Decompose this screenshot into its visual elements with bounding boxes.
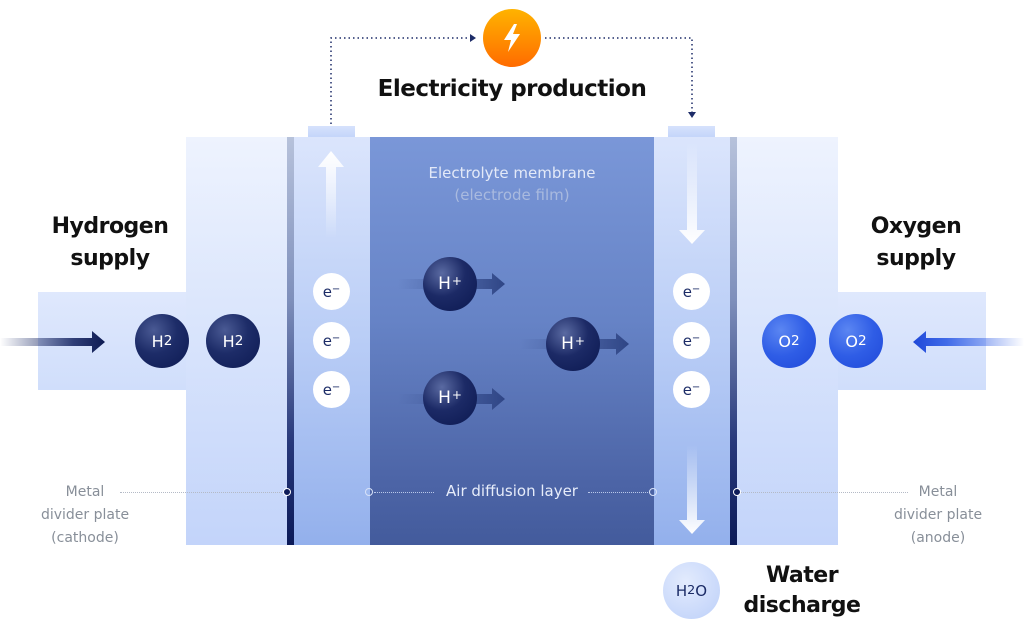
proton: H+ [546, 317, 600, 371]
anode-terminal [668, 126, 715, 137]
hydrogen-supply-line2: supply [70, 246, 150, 271]
symbol: e [322, 282, 332, 301]
element-symbol: O [695, 581, 708, 600]
oxygen-supply-line1: Oxygen [870, 214, 962, 239]
cathode-plate-callout: Metal divider plate (cathode) [30, 481, 140, 550]
callout-line: divider plate [40, 507, 130, 523]
air-leader-line-left [374, 492, 434, 493]
water-down-arrow-icon [679, 445, 705, 534]
callout-line: (cathode) [51, 530, 119, 546]
proton: H+ [423, 371, 477, 425]
symbol: e [322, 380, 332, 399]
element-symbol: H [438, 388, 451, 408]
air-leader-line-right [588, 492, 650, 493]
air-leader-node-left [365, 488, 373, 496]
charge: + [574, 334, 585, 348]
callout-line: Metal [918, 484, 958, 500]
electron-up-arrow-icon [318, 151, 344, 238]
water-discharge-line2: discharge [743, 593, 861, 618]
proton: H+ [423, 257, 477, 311]
hydrogen-supply-line1: Hydrogen [51, 214, 169, 239]
anode-leader-line [740, 492, 908, 493]
element-symbol: H [438, 274, 451, 294]
hydrogen-supply-label: Hydrogen supply [40, 211, 180, 275]
cathode-leader-node [283, 488, 291, 496]
oxygen-input-arrow-icon [913, 331, 1024, 353]
element-symbol: H [151, 331, 164, 351]
symbol: e [682, 282, 692, 301]
oxygen-supply-label: Oxygen supply [846, 211, 986, 275]
lightning-bolt-icon [504, 24, 520, 52]
membrane-title: Electrolyte membrane [428, 164, 596, 182]
subscript: 2 [687, 583, 696, 598]
electron-down-arrow-icon [679, 142, 705, 244]
cathode-plate-edge [287, 137, 294, 545]
charge: − [691, 284, 701, 295]
electricity-badge [483, 9, 541, 67]
water-discharge-label: Water discharge [742, 561, 862, 621]
charge: + [451, 388, 462, 402]
subscript: 2 [857, 333, 867, 349]
electron: e− [313, 371, 350, 408]
electron: e− [313, 273, 350, 310]
electron: e− [673, 371, 710, 408]
element-symbol: H [561, 334, 574, 354]
electricity-production-title: Electricity production [377, 76, 647, 102]
element-symbol: O [778, 331, 791, 351]
membrane-subtitle: (electrode film) [454, 186, 570, 204]
hydrogen-input-arrow-icon [0, 331, 105, 353]
symbol: e [682, 380, 692, 399]
element-symbol: O [845, 331, 858, 351]
callout-line: Metal [65, 484, 105, 500]
anode-leader-node [733, 488, 741, 496]
electron: e− [313, 322, 350, 359]
membrane-label: Electrolyte membrane (electrode film) [380, 162, 644, 206]
cathode-leader-line [120, 492, 286, 493]
subscript: 2 [790, 333, 800, 349]
element-symbol: H [675, 581, 688, 600]
symbol: e [322, 331, 332, 350]
charge: − [331, 333, 341, 344]
callout-line: (anode) [910, 530, 966, 546]
charge: − [691, 333, 701, 344]
charge: − [331, 284, 341, 295]
electron: e− [673, 273, 710, 310]
circuit-wire-left [330, 37, 470, 124]
electron: e− [673, 322, 710, 359]
charge: + [451, 274, 462, 288]
symbol: e [682, 331, 692, 350]
air-diffusion-layer-label: Air diffusion layer [446, 482, 578, 500]
oxygen-supply-line2: supply [876, 246, 956, 271]
charge: − [691, 382, 701, 393]
water-discharge-line1: Water [765, 563, 839, 588]
cathode-terminal [308, 126, 355, 137]
air-leader-node-right [649, 488, 657, 496]
subscript: 2 [234, 333, 244, 349]
callout-line: divider plate [893, 507, 983, 523]
subscript: 2 [163, 333, 173, 349]
charge: − [331, 382, 341, 393]
element-symbol: H [222, 331, 235, 351]
anode-plate-edge [730, 137, 737, 545]
circuit-arrow-down-icon [688, 112, 696, 118]
circuit-arrow-right-icon [470, 34, 476, 42]
anode-plate-callout: Metal divider plate (anode) [883, 481, 993, 550]
